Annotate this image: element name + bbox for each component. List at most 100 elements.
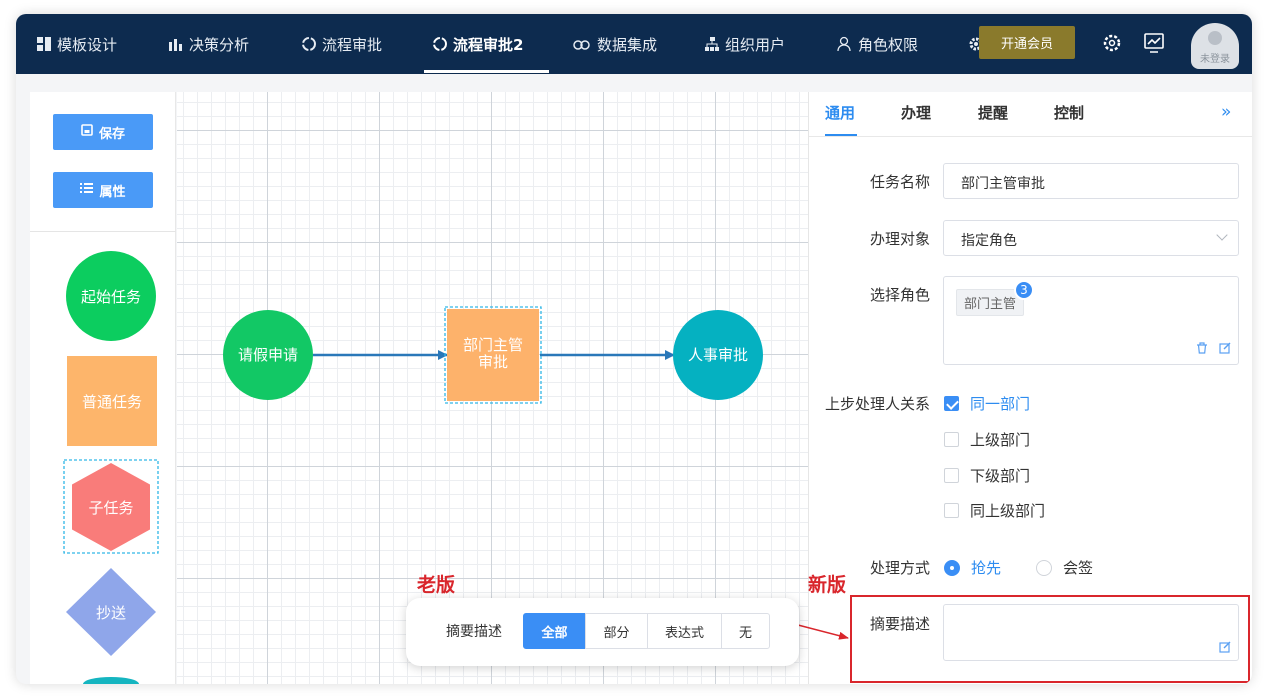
normal-task-shape[interactable] xyxy=(67,356,157,446)
sub-task-label: 子任务 xyxy=(88,498,134,517)
bar-chart-icon xyxy=(168,36,184,52)
org-tree-icon xyxy=(704,36,720,52)
new-version-highlight xyxy=(850,595,1250,683)
role-label: 选择角色 xyxy=(869,286,930,304)
checkbox-label[interactable]: 同上级部门 xyxy=(970,502,1046,520)
top-navigation: 模板设计 决策分析 流程审批 流程审批2 数据集成 组织用户 xyxy=(16,14,1252,74)
process-icon xyxy=(432,36,448,52)
task-name-input[interactable]: 部门主管审批 xyxy=(943,163,1239,199)
tab-indicator xyxy=(825,134,857,136)
properties-panel: 通用 办理 提醒 控制 » 任务名称 部门主管审批 办理对象 指定角色 选择角色… xyxy=(808,92,1252,684)
nav-label: 流程审批2 xyxy=(453,35,524,54)
node-label: 部门主管审批 xyxy=(462,336,523,371)
radio-label[interactable]: 会签 xyxy=(1063,559,1094,577)
monitor-chart-icon[interactable] xyxy=(1143,32,1165,54)
role-count-badge: 3 xyxy=(1014,280,1034,300)
checkbox-same-upper-dept[interactable] xyxy=(944,503,959,518)
vip-button[interactable]: 开通会员 xyxy=(979,26,1075,59)
flow-canvas[interactable]: 请假申请 部门主管审批 人事审批 xyxy=(177,92,808,684)
nav-item-data-integration[interactable]: 数据集成 xyxy=(572,14,657,74)
checkbox-label[interactable]: 下级部门 xyxy=(970,467,1031,485)
partial-shape[interactable] xyxy=(83,677,139,684)
handler-select[interactable]: 指定角色 xyxy=(943,220,1239,256)
role-selector[interactable]: 部门主管 3 xyxy=(943,276,1239,365)
template-icon xyxy=(36,36,52,52)
link-icon xyxy=(572,36,592,52)
edit-icon[interactable] xyxy=(1219,342,1231,357)
avatar[interactable]: 未登录 xyxy=(1191,23,1239,69)
collapse-icon[interactable]: » xyxy=(1221,102,1232,122)
option-expression[interactable]: 表达式 xyxy=(647,613,722,649)
role-tag[interactable]: 部门主管 xyxy=(956,289,1025,316)
tab-reminder[interactable]: 提醒 xyxy=(978,104,1009,122)
summary-label: 摘要描述 xyxy=(869,615,930,633)
palette-divider xyxy=(30,231,176,232)
shape-palette: 保存 属性 起始任务 普通任务 子任务 抄送 xyxy=(30,92,176,684)
tab-general[interactable]: 通用 xyxy=(825,104,856,122)
list-icon xyxy=(80,182,94,198)
nav-item-org-users[interactable]: 组织用户 xyxy=(704,14,785,74)
handler-label: 办理对象 xyxy=(869,230,930,248)
task-name-label: 任务名称 xyxy=(869,173,930,191)
option-all[interactable]: 全部 xyxy=(523,613,586,649)
checkbox-same-dept[interactable] xyxy=(944,396,959,411)
node-hr-approval[interactable] xyxy=(673,310,763,400)
nav-item-decision-analysis[interactable]: 决策分析 xyxy=(168,14,249,74)
avatar-label: 未登录 xyxy=(1200,54,1230,65)
properties-label: 属性 xyxy=(99,184,126,200)
node-dept-approval[interactable] xyxy=(447,309,539,401)
normal-task-label: 普通任务 xyxy=(81,392,142,411)
radio-preempt[interactable] xyxy=(944,560,960,576)
palette-shapes xyxy=(63,251,159,684)
nav-label: 模板设计 xyxy=(57,35,118,54)
checkbox-label[interactable]: 同一部门 xyxy=(970,395,1031,413)
checkbox-label[interactable]: 上级部门 xyxy=(970,431,1031,449)
radio-countersign[interactable] xyxy=(1036,560,1052,576)
new-version-label: 新版 xyxy=(808,574,847,596)
nav-label: 组织用户 xyxy=(725,35,786,54)
nav-item-process-approval-2[interactable]: 流程审批2 xyxy=(432,14,523,74)
option-none[interactable]: 无 xyxy=(721,613,770,649)
relation-label: 上步处理人关系 xyxy=(824,395,930,413)
checkbox-upper-dept[interactable] xyxy=(944,432,959,447)
radio-label[interactable]: 抢先 xyxy=(971,559,1002,577)
avatar-head-icon xyxy=(1208,31,1222,45)
selected-outline xyxy=(63,459,159,554)
selected-outline xyxy=(444,306,542,404)
task-name-value: 部门主管审批 xyxy=(961,176,1045,192)
summary-input[interactable] xyxy=(943,604,1239,661)
nav-item-role-permissions[interactable]: 角色权限 xyxy=(837,14,918,74)
flow-diagram xyxy=(223,306,763,404)
cc-label: 抄送 xyxy=(95,603,126,622)
app-window: 模板设计 决策分析 流程审批 流程审批2 数据集成 组织用户 xyxy=(16,14,1252,684)
start-task-shape[interactable] xyxy=(66,251,156,341)
active-tab-indicator xyxy=(424,70,549,73)
user-icon xyxy=(837,36,853,52)
nav-label: 流程审批 xyxy=(322,35,383,54)
edit-icon[interactable] xyxy=(1219,641,1231,656)
chevron-down-icon xyxy=(1216,229,1228,241)
annotation-arrow xyxy=(797,624,849,640)
old-version-label: 老版 xyxy=(417,574,456,596)
sub-task-shape[interactable] xyxy=(72,463,150,551)
save-label: 保存 xyxy=(98,126,125,142)
cc-shape[interactable] xyxy=(66,568,156,656)
tab-handle[interactable]: 办理 xyxy=(901,104,932,122)
nav-item-template-design[interactable]: 模板设计 xyxy=(36,14,117,74)
properties-button[interactable]: 属性 xyxy=(53,172,153,208)
nav-item-process-approval[interactable]: 流程审批 xyxy=(301,14,382,74)
option-partial[interactable]: 部分 xyxy=(585,613,648,649)
save-icon xyxy=(81,124,93,140)
process-icon xyxy=(301,36,317,52)
tabs-divider xyxy=(809,136,1252,137)
old-summary-label: 摘要描述 xyxy=(446,624,502,640)
old-summary-popup: 摘要描述 全部 部分 表达式 无 xyxy=(406,598,799,666)
tab-control[interactable]: 控制 xyxy=(1054,104,1085,122)
trash-icon[interactable] xyxy=(1196,342,1208,357)
node-label: 请假申请 xyxy=(237,345,298,364)
checkbox-lower-dept[interactable] xyxy=(944,468,959,483)
node-leave-apply[interactable] xyxy=(223,310,313,400)
settings-icon[interactable] xyxy=(1101,32,1123,54)
start-task-label: 起始任务 xyxy=(80,287,141,306)
save-button[interactable]: 保存 xyxy=(53,114,153,150)
